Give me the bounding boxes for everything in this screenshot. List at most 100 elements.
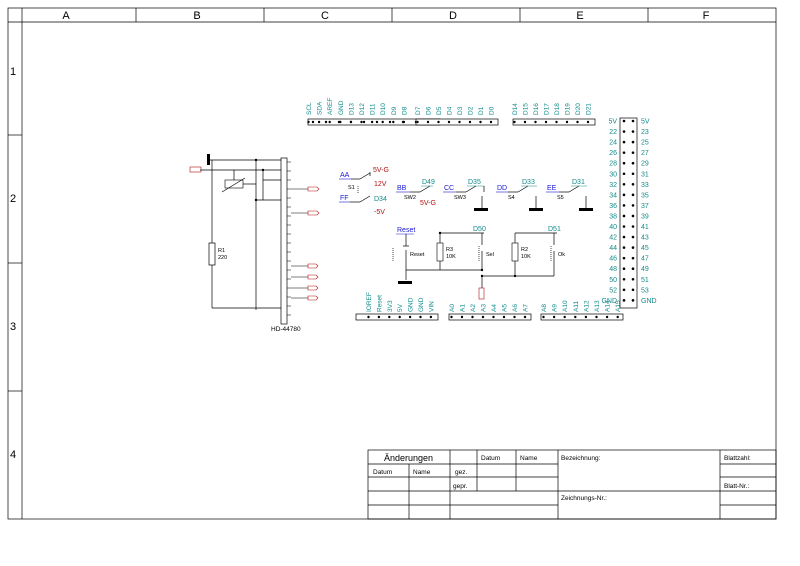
header-right-left-pin xyxy=(622,204,626,207)
header-top-c-pin-label: D18 xyxy=(554,103,561,115)
zeichnungs-nr-label: Zeichnungs-Nr.: xyxy=(561,495,607,502)
header-right-left-pin-label: 5V xyxy=(608,119,617,126)
row-label-3: 3 xyxy=(10,321,16,333)
header-right-left-pin xyxy=(622,256,626,260)
header-right-left-pin xyxy=(622,151,626,154)
header-right-right-pin xyxy=(631,140,635,144)
header-right-left-pin xyxy=(622,193,626,197)
header-bottom-analog-b-pin-label: A13 xyxy=(594,300,601,312)
header-bottom-power-pin xyxy=(377,315,381,319)
header-right-left-pin xyxy=(622,214,626,218)
header-top-b-pin xyxy=(458,120,461,124)
header-right-left-pin-label: 30 xyxy=(609,171,617,178)
header-bottom-power-pin-label: GND xyxy=(418,297,425,312)
r1-label: R1 xyxy=(218,248,225,254)
s1-5v-g: 5V-G xyxy=(373,167,389,174)
header-top-a-pin-label: SCL xyxy=(306,102,313,115)
header-bottom-analog-b-pin xyxy=(595,315,598,319)
header-bottom-analog-a-pin-label: A6 xyxy=(512,304,519,312)
header-top-a-pin-label: D9 xyxy=(391,106,398,115)
header-top-b-pin xyxy=(416,120,419,124)
gepr-label: gepr. xyxy=(453,483,468,490)
header-top-b-pin-label: D6 xyxy=(426,106,433,115)
header-right-left-pin-label: GND xyxy=(601,298,617,305)
header-top-a-pin xyxy=(339,120,342,124)
header-bottom-power-pin xyxy=(388,315,391,319)
s4-label: S4 xyxy=(508,195,515,201)
header-bottom-analog-b-pin-label: A12 xyxy=(583,300,590,312)
frame-row-labels: 1 2 3 4 xyxy=(10,66,16,461)
s1-net-aa: AA xyxy=(340,172,350,179)
header-right-left-pin xyxy=(622,172,626,176)
s1-12v: 12V xyxy=(374,181,387,188)
header-top-a-pin xyxy=(360,120,363,124)
s1-label: S1 xyxy=(348,185,355,191)
header-right-left-pin xyxy=(622,277,626,281)
s5-d31: D31 xyxy=(572,179,585,186)
header-right-right-pin-label: 33 xyxy=(641,182,649,189)
header-right-left-pin xyxy=(622,267,626,271)
header-bottom-analog-b-pin-label: A15 xyxy=(615,300,622,312)
header-right-right-pin-label: 43 xyxy=(641,235,649,242)
header-top-b-pin-label: D2 xyxy=(468,106,475,115)
header-right-left-pin xyxy=(622,130,626,133)
header-bottom-analog-a-pin xyxy=(513,315,516,319)
header-right-left-pin xyxy=(622,246,626,249)
header-right-left-pin-label: 26 xyxy=(609,150,617,157)
header-bottom-analog-b-pin-label: A8 xyxy=(541,304,548,312)
s4-d33: D33 xyxy=(522,179,535,186)
sw2-d49: D49 xyxy=(422,179,435,186)
header-bottom-analog-b-pin xyxy=(605,315,609,319)
header-right-left-pin-label: 32 xyxy=(609,182,617,189)
header-right-right-pin-label: 27 xyxy=(641,150,649,157)
header-bottom-analog-b-pin xyxy=(563,315,566,319)
column-label-c: C xyxy=(321,10,329,22)
header-top-c-pin-label: D21 xyxy=(586,103,593,115)
header-bottom-power-pin-label: IOREF xyxy=(366,292,373,312)
lcd-pin-ticks xyxy=(287,161,291,316)
header-bottom-analog-a-pin-label: A5 xyxy=(502,304,509,312)
header-top-c-pin-label: D20 xyxy=(575,103,582,115)
header-top-b-pin xyxy=(468,120,472,124)
column-label-d: D xyxy=(449,10,457,22)
header-top-c-pin-label: D14 xyxy=(512,103,519,115)
header-bottom-analog-a-pin xyxy=(523,315,527,319)
s5-net-ee: EE xyxy=(547,185,557,192)
s1-minus-5v: -5V xyxy=(374,209,385,216)
s5-label: S5 xyxy=(557,195,564,201)
header-top-b-pin-label: D1 xyxy=(478,106,485,115)
header-right-left-pin-label: 52 xyxy=(609,287,617,294)
sw3-net-cc: CC xyxy=(444,185,454,192)
reset-net-label: Reset xyxy=(397,227,415,234)
header-right-left-pin-label: 28 xyxy=(609,161,617,168)
sw3-label: SW3 xyxy=(454,195,466,201)
header-right-right-pin xyxy=(631,183,635,186)
sw3-d35: D35 xyxy=(468,179,481,186)
switch-sw2: BB D49 SW2 5V-G xyxy=(396,179,436,207)
header-right-left-pin-label: 24 xyxy=(609,140,617,147)
header-bottom-analog-a-pin-label: A1 xyxy=(460,304,467,312)
frame-column-labels: A B C D E F xyxy=(62,10,709,22)
header-bottom-power-pin-label: 3V3 xyxy=(387,300,394,312)
header-top-c-pin-label: D16 xyxy=(533,103,540,115)
r1-value: 220 xyxy=(218,255,227,261)
header-bottom-power-pin-label: VIN xyxy=(428,301,435,312)
column-label-b: B xyxy=(193,10,200,22)
header-right-right-pin xyxy=(631,151,635,154)
header-right-left-pin xyxy=(622,183,626,186)
header-bottom-power-pin-label: 5V xyxy=(397,303,404,312)
sel-button-label: Sel xyxy=(486,252,494,258)
header-right-left-pin-label: 36 xyxy=(609,203,617,210)
switch-s1: AA 5V-G 12V S1 FF D34 -5V xyxy=(339,167,389,216)
s1-net-ff: FF xyxy=(340,195,349,202)
header-right-right-pin xyxy=(631,161,635,165)
header-right-right-pin xyxy=(631,172,635,176)
sel-net-d50: D50 xyxy=(473,226,486,233)
header-right-left-pin-label: 40 xyxy=(609,224,617,231)
header-top-a-pin-label: AREF xyxy=(327,98,334,115)
header-bottom-analog-b-pin xyxy=(552,315,556,319)
header-bottom-power-pin-label: Reset xyxy=(376,295,383,312)
